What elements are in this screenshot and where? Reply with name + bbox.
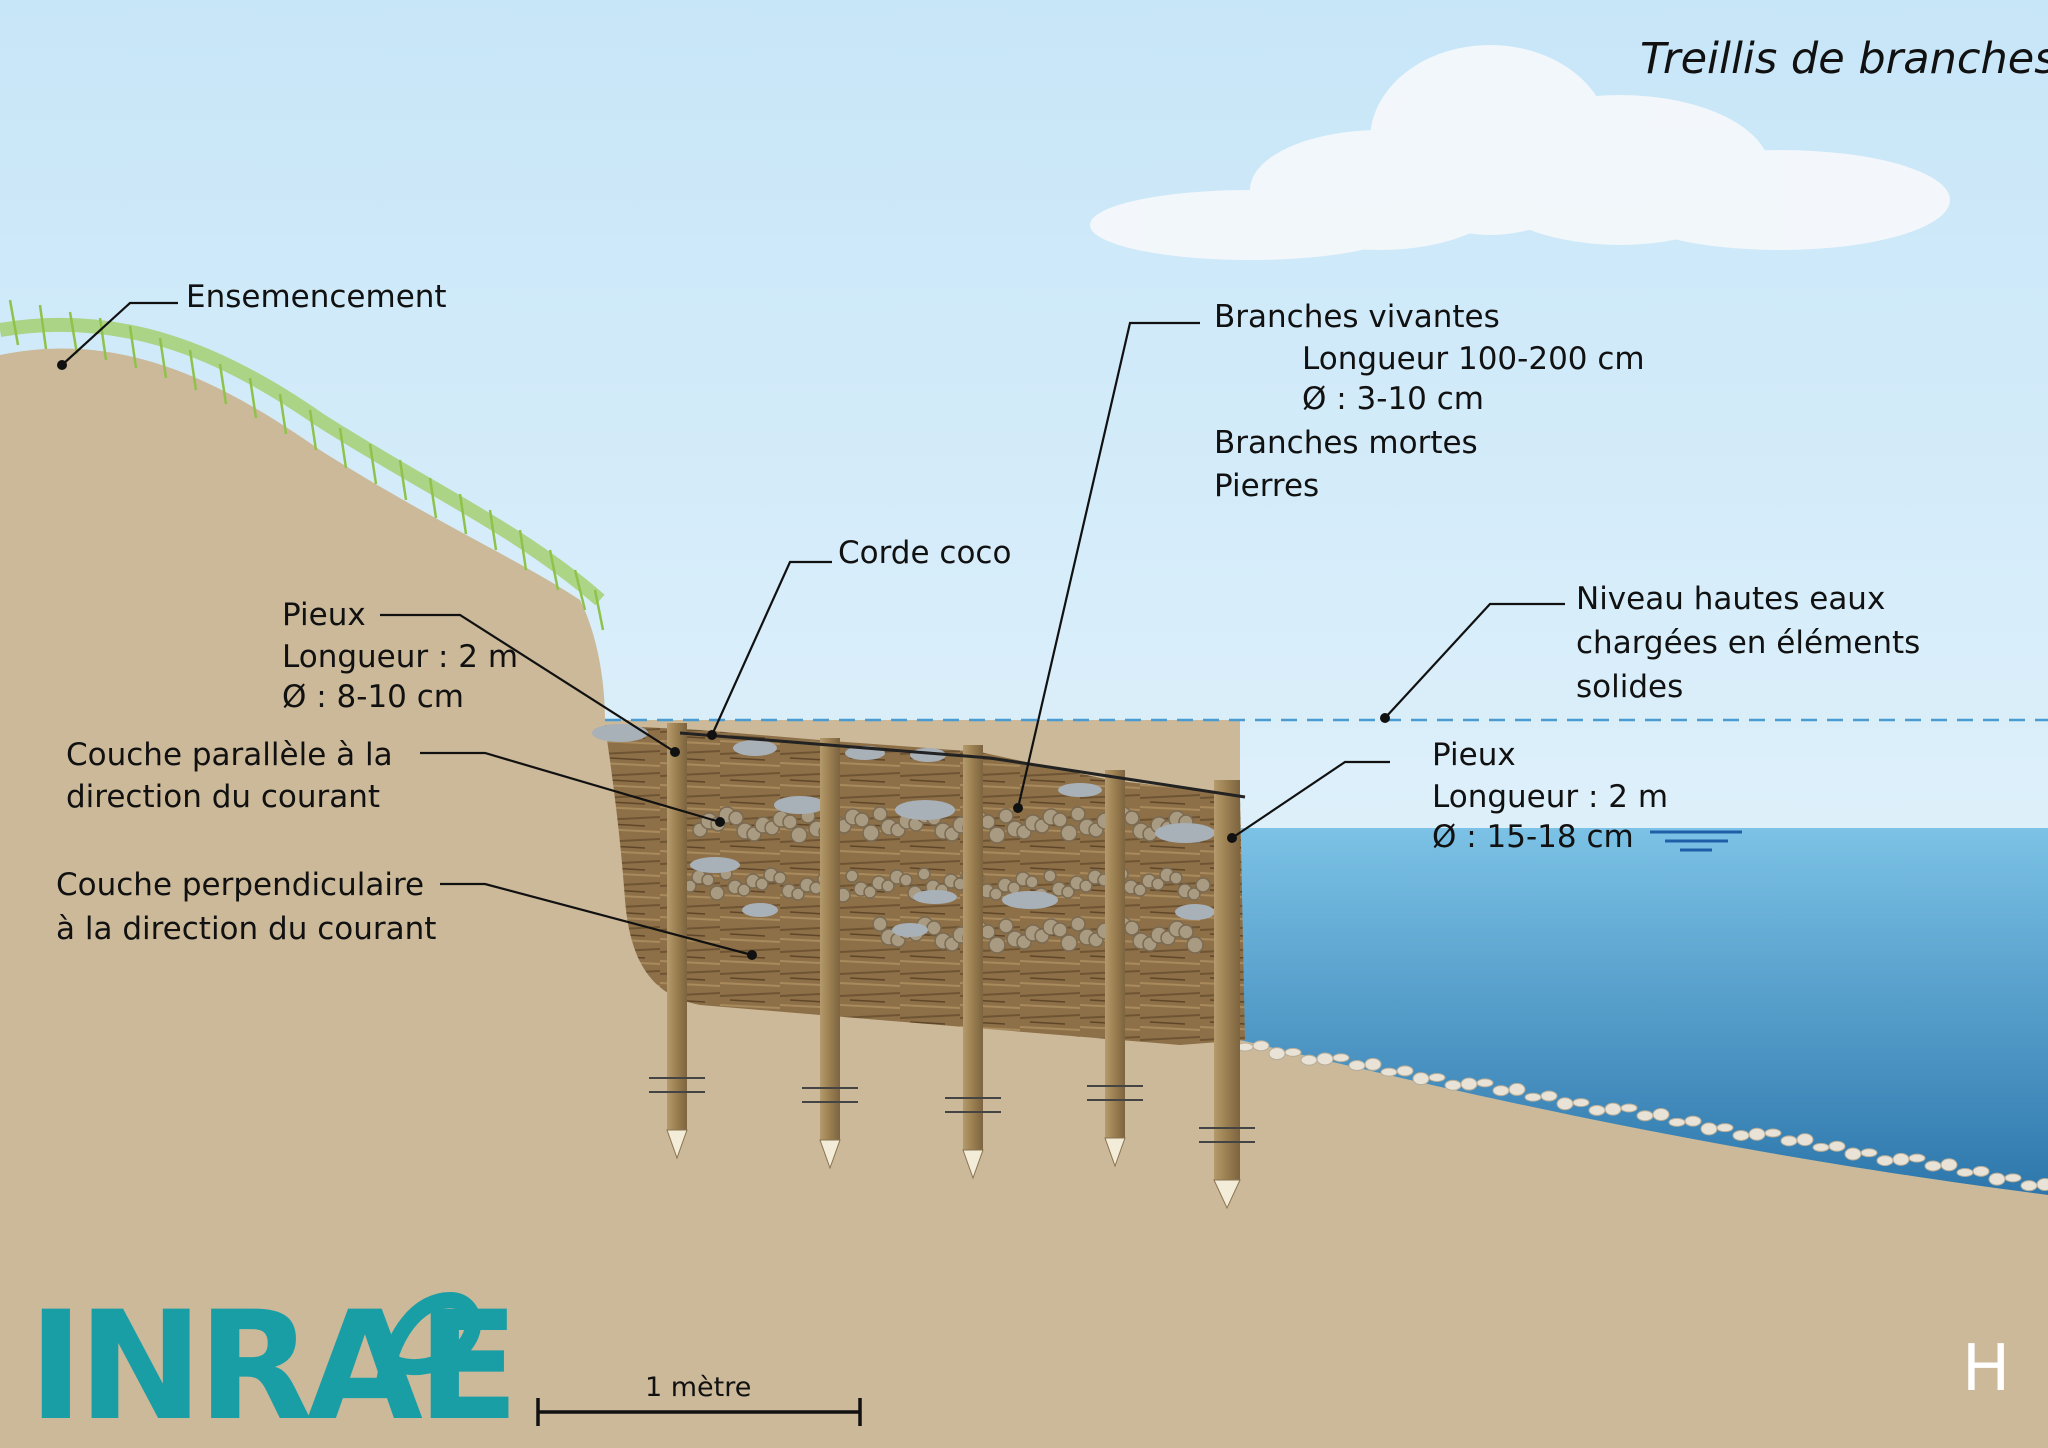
label-perpendicular-layer-2: à la direction du courant — [56, 911, 437, 947]
label-high-water-2: chargées en éléments — [1576, 625, 1921, 661]
label-stakes-left-length: Longueur : 2 m — [282, 639, 519, 675]
cloud — [1090, 45, 1950, 260]
label-parallel-layer-2: direction du courant — [66, 779, 381, 815]
label-stakes-right-length: Longueur : 2 m — [1432, 779, 1669, 815]
stake-2 — [820, 738, 840, 1140]
stones-grey — [592, 724, 1215, 937]
inrae-logo: INRAE — [28, 1280, 519, 1448]
label-perpendicular-layer-1: Couche perpendiculaire — [56, 867, 425, 903]
coconut-rope — [679, 731, 1246, 799]
stake-tip-5 — [1213, 1179, 1241, 1210]
diagram-title: Treillis de branches — [1640, 34, 2048, 84]
stake-break-mark-4 — [1087, 1085, 1143, 1101]
stake-break-mark-2 — [802, 1087, 858, 1103]
stake-4 — [1105, 770, 1125, 1138]
water-surface-symbol — [1650, 830, 1742, 852]
stake-tip-1 — [666, 1129, 688, 1160]
stake-tip-4 — [1104, 1137, 1126, 1168]
stake-5 — [1214, 780, 1240, 1180]
panel-letter: H — [1962, 1332, 2011, 1406]
label-live-branches: Branches vivantes — [1214, 299, 1500, 335]
label-stakes-left-diameter: Ø : 8-10 cm — [282, 679, 465, 715]
stake-tip-3 — [962, 1149, 984, 1180]
inrae-logo-swash — [374, 1291, 482, 1397]
leader-lines — [61, 301, 1565, 957]
label-parallel-layer-1: Couche parallèle à la — [66, 737, 393, 773]
grass — [0, 299, 605, 631]
label-stakes-right-diameter: Ø : 15-18 cm — [1432, 819, 1634, 855]
label-branches-length: Longueur 100-200 cm — [1302, 341, 1645, 377]
label-dead-branches: Branches mortes — [1214, 425, 1478, 461]
label-coconut-rope: Corde coco — [838, 535, 1012, 571]
branch-mass — [605, 725, 1245, 1045]
stake-break-mark-3 — [945, 1097, 1001, 1113]
scale-bar — [536, 1398, 862, 1426]
stakes — [649, 723, 1255, 1210]
stake-break-mark-5 — [1199, 1127, 1255, 1143]
stake-break-mark-1 — [649, 1077, 705, 1093]
label-branches-diameter: Ø : 3-10 cm — [1302, 381, 1485, 417]
stake-3 — [963, 745, 983, 1150]
stake-tip-2 — [819, 1139, 841, 1170]
label-seeding: Ensemencement — [186, 279, 447, 315]
label-high-water-3: solides — [1576, 669, 1684, 705]
label-stones: Pierres — [1214, 468, 1320, 504]
label-high-water-1: Niveau hautes eaux — [1576, 581, 1886, 617]
stake-1 — [667, 723, 687, 1130]
pebbles — [1236, 1040, 2048, 1192]
label-stakes-right-title: Pieux — [1432, 737, 1516, 773]
scale-bar-label: 1 mètre — [645, 1372, 752, 1403]
label-stakes-left-title: Pieux — [282, 597, 366, 633]
leader-dots — [57, 360, 1390, 960]
